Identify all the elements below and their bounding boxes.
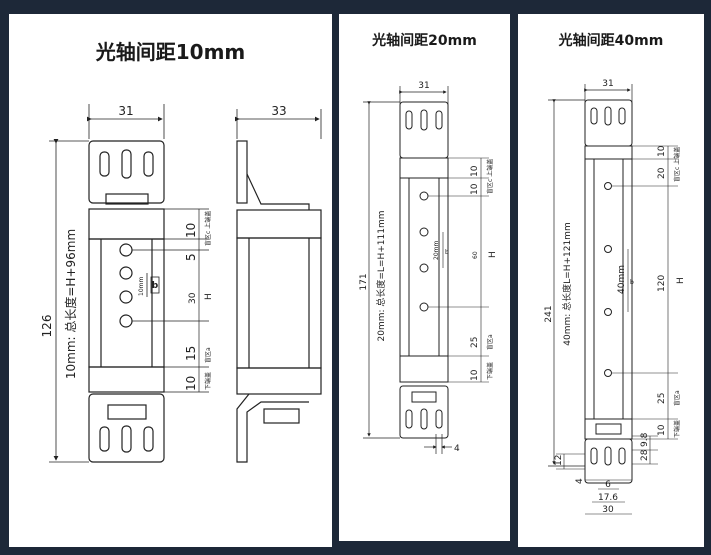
panel-title: 光轴间距40mm [558,33,664,49]
width-label: 31 [418,81,429,91]
dim-h: 120 [657,275,667,292]
dim-4: 4 [575,478,585,484]
sensor-front-view [88,140,165,463]
spacing-label: 10mm [138,277,145,296]
zone-bottom-a: 盲区a [673,390,681,406]
panel-title: 光轴间距20mm [372,33,477,49]
dim-top-cap: 10 [470,165,480,177]
dim-h: 30 [188,292,198,304]
optical-axis-dots [604,182,612,377]
dim-blind-top: 20 [657,167,667,179]
dim-12: 12 [554,455,564,466]
width-label: 31 [118,104,133,118]
zone-bottom-a: 盲区a [204,347,212,363]
panel-40mm: 光轴间距40mm 31 [518,14,704,547]
spacing-label: 20mm [433,241,440,260]
dim-h: 60 [472,251,479,259]
b-label: b [630,279,634,286]
h-label: H [488,251,498,258]
h-label: H [204,293,214,300]
dim-blind-bottom: 15 [184,346,198,361]
panel-10mm: 光轴间距10mm 31 33 [9,14,332,547]
dim-17-6: 17.6 [598,493,618,503]
zone-bottom-a: 盲区a [486,334,494,350]
zone-top: 盲区c 上端盖 [204,211,212,246]
dim-bottom-cap: 10 [657,424,667,436]
b-label: b [152,281,159,291]
panel-title: 光轴间距10mm [95,40,246,64]
dim-9-8: 9.8 [640,432,650,447]
optical-axis-dots [119,243,133,328]
b-label: b [445,249,449,256]
dim-bottom-cap: 10 [470,369,480,381]
dim-top-cap: 10 [184,223,198,238]
dim-30: 30 [602,505,614,515]
side-width-label: 33 [271,104,286,118]
zone-bottom: 下端盖 [486,362,494,380]
zone-top: 盲区c 上端盖 [673,147,681,182]
dim-bottom-cap: 10 [184,376,198,391]
height-label: 241 [544,305,554,322]
bottom-dim-label: 4 [454,444,460,454]
width-label: 31 [602,79,613,89]
height-dimension [363,101,400,439]
sensor-side-view [236,140,322,463]
drawing-10mm: 31 33 [40,104,322,463]
dim-blind-bottom: 25 [470,337,480,348]
length-formula: 20mm: 总长度=L=H+111mm [375,211,387,342]
height-label: 126 [40,315,54,338]
dim-blind-top: 5 [184,253,198,261]
drawing-20mm: 31 b 20mm 10 10 60 25 10 H [359,81,498,454]
optical-axis-dots [419,191,429,312]
zone-bottom: 下端盖 [673,420,681,438]
side-width-dimension [235,109,322,139]
h-label: H [676,277,686,284]
height-dimension [49,139,89,463]
spacing-label: 40mm [617,265,627,294]
length-formula: 40mm: 总长度L=H+121mm [561,222,573,345]
dim-top-cap: 10 [657,145,667,157]
height-label: 171 [359,273,369,290]
dim-blind-top: 10 [470,183,480,195]
drawing-40mm: 31 b 40mm 10 20 120 25 10 H [544,79,686,515]
height-dimension [548,99,585,467]
panel-20mm: 光轴间距20mm 31 [339,14,510,541]
b-indicator [146,273,160,297]
width-dimension [87,104,165,139]
dim-6: 6 [605,480,611,490]
sensor-body [399,101,449,439]
length-formula: 10mm: 总长度=H+96mm [63,229,78,379]
dim-28: 28 [640,449,650,461]
zone-top: 盲区c 上端盖 [486,159,494,194]
sensor-body [584,99,633,484]
dim-blind-bottom: 25 [657,393,667,404]
zone-bottom: 下端盖 [204,372,212,390]
